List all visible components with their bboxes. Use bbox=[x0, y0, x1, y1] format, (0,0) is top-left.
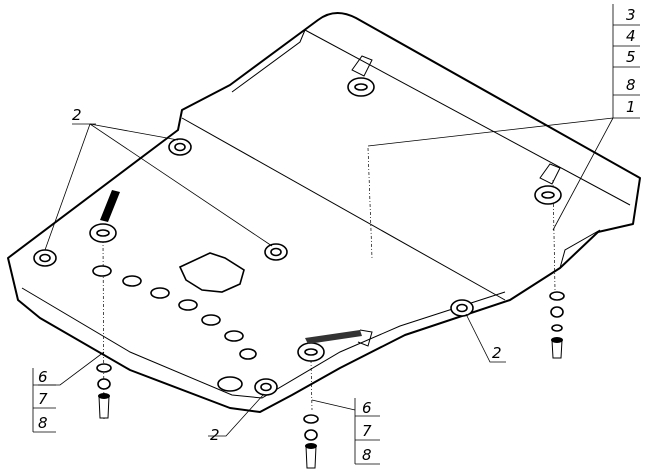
label-5: 5 bbox=[626, 48, 636, 66]
skid-plate-outline bbox=[7, 12, 641, 413]
plate-inner-edge bbox=[21, 287, 506, 399]
leaders-stacks bbox=[38, 117, 614, 411]
label-8: 8 bbox=[626, 76, 636, 94]
hardware-stack-right bbox=[549, 291, 565, 359]
plate-fold-line bbox=[181, 117, 506, 301]
plate-side-edge bbox=[231, 29, 306, 93]
label-stack-left: 6 7 8 bbox=[32, 368, 56, 433]
label-stack-bottom: 6 7 8 bbox=[354, 398, 380, 465]
bracket-mount-left bbox=[89, 190, 120, 243]
bracket-mount-top bbox=[347, 55, 375, 97]
access-hatch bbox=[178, 252, 245, 293]
label-8: 8 bbox=[38, 414, 48, 432]
bolt-axis-left bbox=[102, 239, 105, 421]
label-2-right: 2 bbox=[492, 344, 502, 362]
label-6: 6 bbox=[38, 368, 48, 386]
label-7: 7 bbox=[362, 422, 372, 440]
label-7: 7 bbox=[38, 390, 48, 408]
center-axis-line bbox=[367, 147, 373, 259]
hardware-stack-left bbox=[96, 363, 112, 419]
plate-rear-lip bbox=[559, 229, 601, 269]
bracket-mount-bottom bbox=[297, 329, 373, 362]
label-1: 1 bbox=[626, 98, 636, 116]
mount-nut-2 bbox=[168, 138, 192, 156]
label-4: 4 bbox=[626, 27, 636, 45]
mount-nut-3 bbox=[264, 243, 288, 261]
vent-slots bbox=[92, 265, 257, 392]
leaders-part-2 bbox=[44, 123, 506, 437]
label-3: 3 bbox=[626, 6, 636, 24]
label-stack-top: 3 4 5 8 1 bbox=[612, 4, 640, 119]
label-6: 6 bbox=[362, 399, 372, 417]
bracket-mount-right bbox=[534, 163, 562, 205]
hardware-stack-bottom bbox=[303, 414, 319, 469]
mount-nut-5 bbox=[254, 378, 278, 396]
mount-nut-4 bbox=[450, 299, 474, 317]
mount-nut-1 bbox=[33, 249, 57, 267]
label-8: 8 bbox=[362, 446, 372, 464]
label-2-bottom: 2 bbox=[210, 426, 220, 444]
bolt-axis-bottom bbox=[310, 359, 313, 411]
label-2-top-left: 2 bbox=[72, 106, 82, 124]
